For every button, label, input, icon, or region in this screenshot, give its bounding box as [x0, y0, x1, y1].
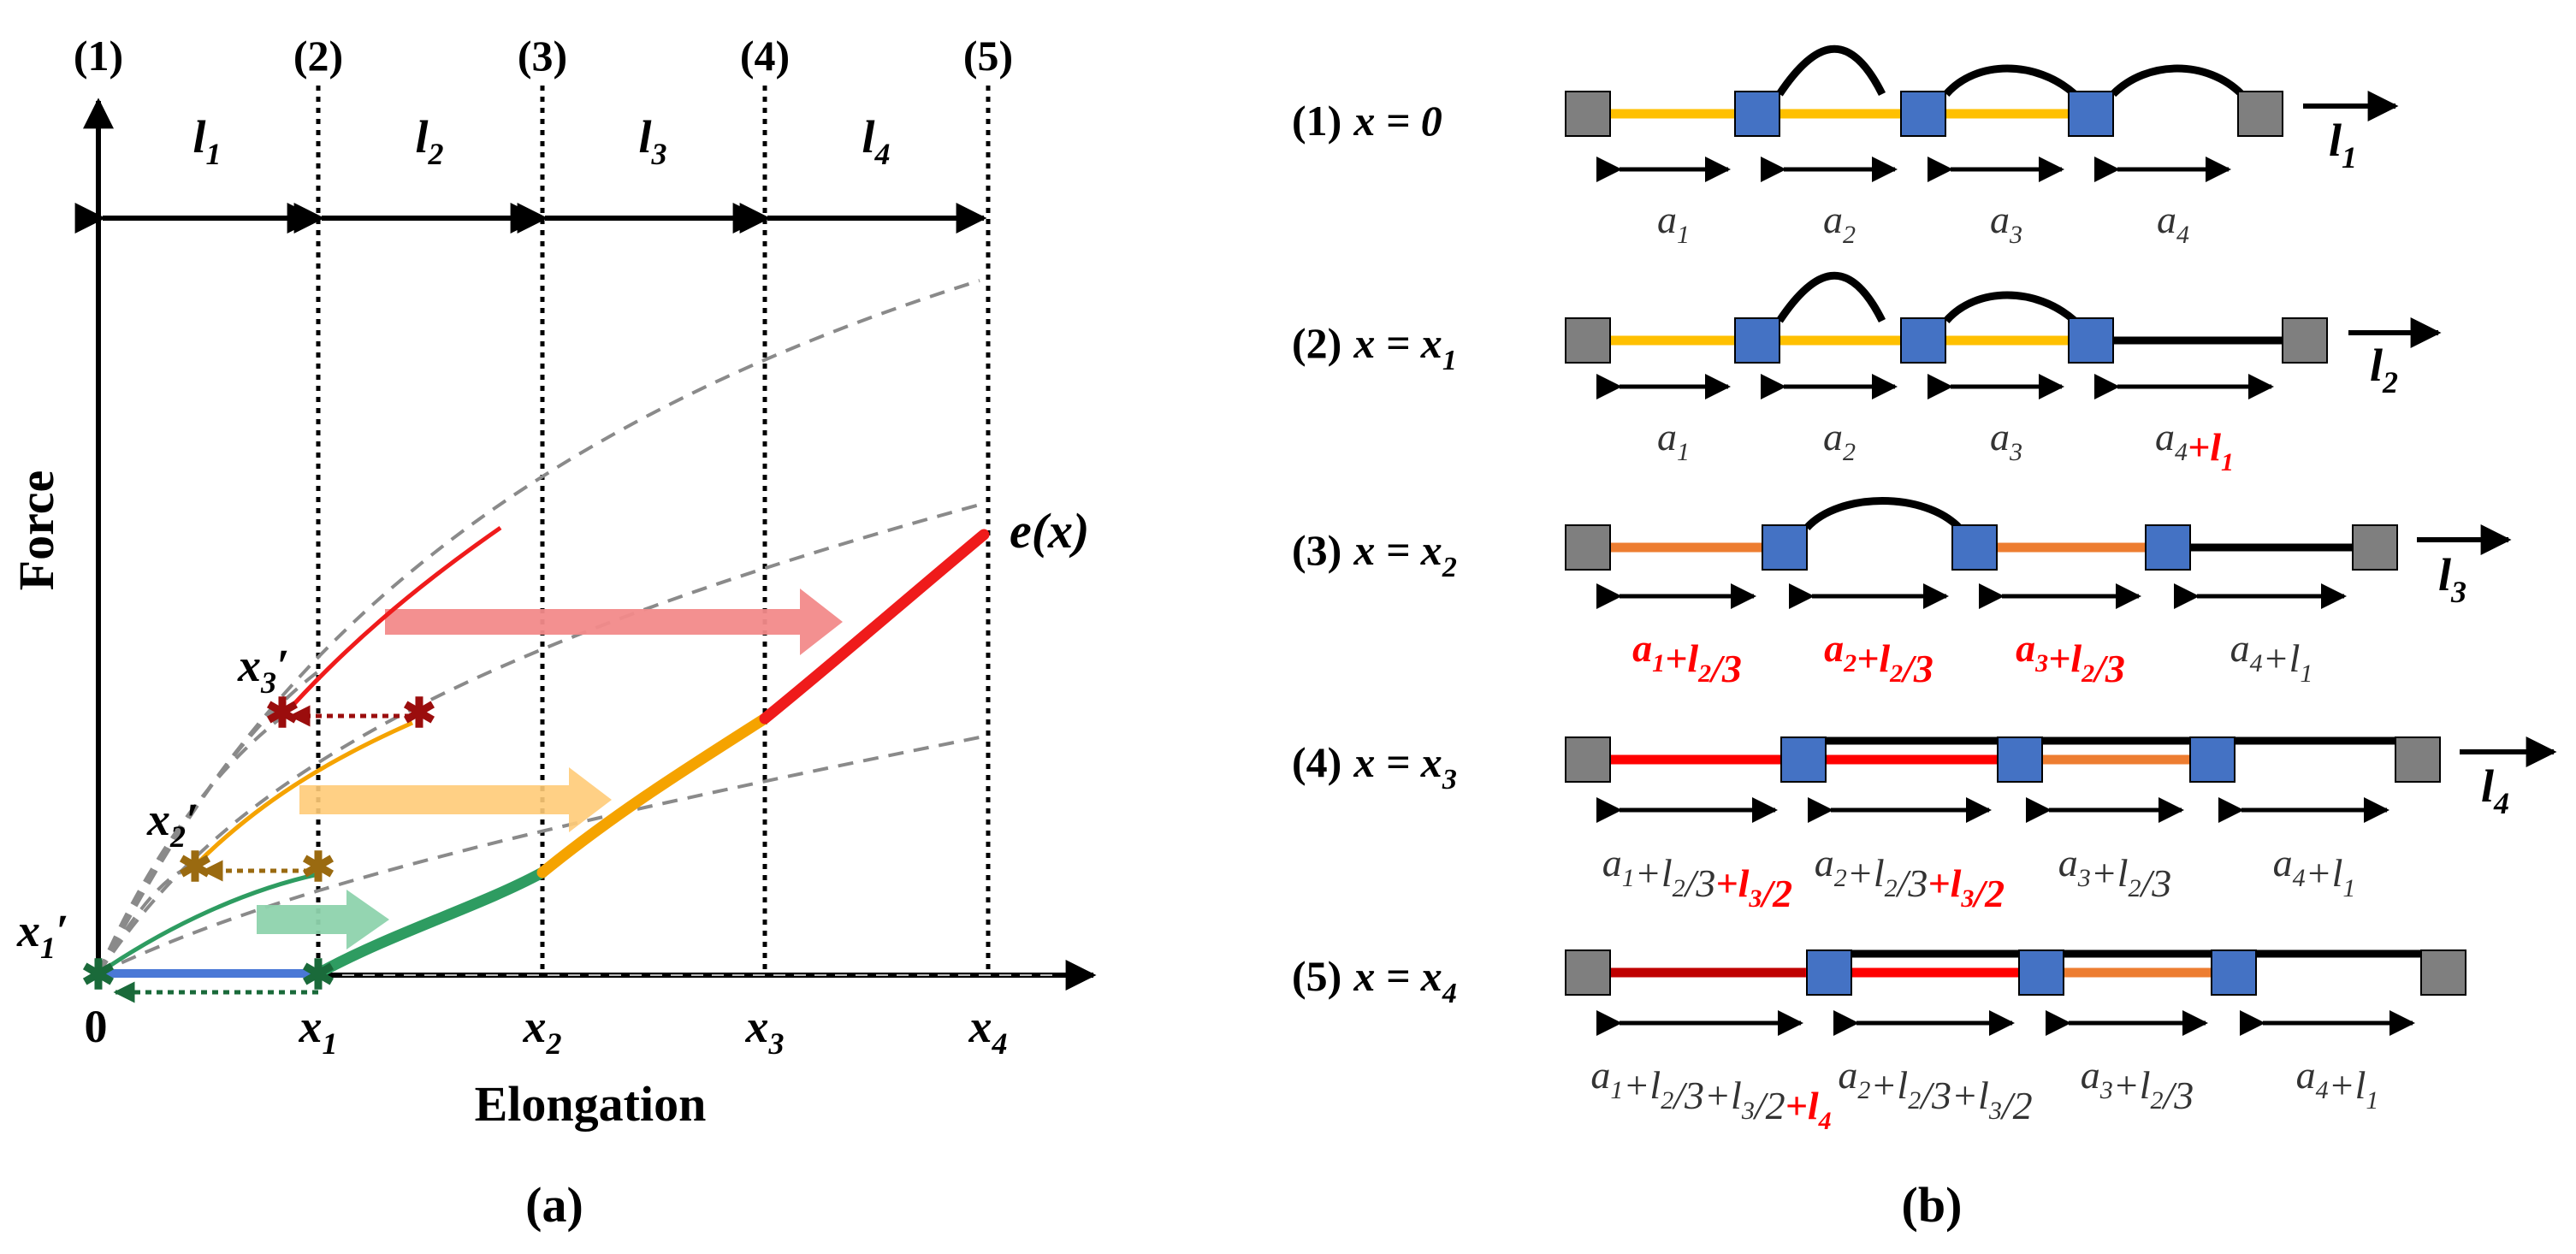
reloading-curves [97, 525, 502, 976]
red-thin-curve [281, 525, 502, 719]
shift-arrows [257, 589, 843, 949]
caption-a: (a) [525, 1177, 583, 1233]
chain-row-2: l2 [1565, 271, 2442, 399]
span-label-row5-col1: a1+l2/3+l3/2+l4 [1590, 1053, 1831, 1135]
x-tick-x4: x4 [968, 1001, 1008, 1061]
state-label-1: (1) [74, 32, 123, 80]
state-label-5: (5) [963, 32, 1013, 80]
state-label-3: (3) [518, 32, 567, 80]
star-markers: ✱ ✱ ✱ ✱ ✱ ✱ [81, 691, 436, 998]
star-green-origin: ✱ [81, 953, 115, 998]
pull-label-3: l3 [2438, 549, 2466, 609]
envelope-label: e(x) [1010, 503, 1089, 559]
star-red-left: ✱ [265, 691, 299, 736]
x-tick-x1: x1 [299, 1001, 338, 1061]
star-green-x1: ✱ [301, 953, 335, 998]
span-label-row4-col3: a3+l2/3 [2058, 841, 2172, 905]
orange-thin-curve [193, 720, 414, 867]
pull-label-1: l1 [2329, 115, 2357, 174]
span-label-row4-col2: a2+l2/3+l3/2 [1815, 841, 2005, 915]
node-blue-3 [2068, 91, 2114, 137]
point-label-x3-prime: x3′ [237, 640, 289, 700]
span-label-row3-col2: a2+l2/3 [1824, 626, 1933, 690]
state-label-2: (2) [293, 32, 343, 80]
span-label-row5-col4: a4+l1 [2296, 1053, 2379, 1115]
segment-label-l3: l3 [638, 111, 666, 171]
span-label-row3-col1: a1+l2/3 [1632, 626, 1742, 690]
state-label-4: (4) [740, 32, 790, 80]
span-label-row2-col4: a4+l1 [2155, 415, 2234, 476]
pull-label-4: l4 [2481, 760, 2509, 820]
row-title-4: (4)x = x3 [1292, 738, 1457, 796]
span-label-row1-col4: a4 [2157, 198, 2189, 249]
point-label-x1-prime: x1′ [16, 905, 68, 965]
star-brown-left: ✱ [178, 845, 212, 890]
star-red-right: ✱ [402, 691, 436, 736]
point-label-x2-prime: x2′ [146, 794, 198, 854]
chain-row-1: l1 [1565, 44, 2399, 182]
chain-row-5 [1565, 949, 2466, 1036]
chain-row-4: l4 [1565, 736, 2557, 823]
segment-label-l4: l4 [862, 111, 890, 171]
envelope-red [759, 529, 990, 725]
node-gray-end [2237, 91, 2283, 137]
panel-b-chain-states: (1)x = 0 (2)x = x1 (3)x = x2 (4)x = x3 (… [1292, 44, 2557, 1233]
span-label-row1-col3: a3 [1990, 198, 2022, 249]
span-label-row1-col2: a2 [1823, 198, 1856, 249]
span-label-row2-col2: a2 [1823, 415, 1856, 466]
dotted-return-arrows [113, 705, 411, 1003]
y-axis-label: Force [9, 470, 64, 591]
envelope-green [312, 867, 548, 979]
node-blue-2 [1900, 91, 1946, 137]
node-gray-start [1565, 91, 1611, 137]
envelope-orange [536, 713, 771, 878]
span-label-row2-col1: a1 [1657, 415, 1690, 466]
span-label-row3-col3: a3+l2/3 [2016, 626, 2125, 690]
span-label-row2-col3: a3 [1990, 415, 2022, 466]
x-tick-0: 0 [85, 1001, 108, 1052]
span-label-row5-col2: a2+l2/3+l3/2 [1838, 1053, 2032, 1127]
row-title-1: (1)x = 0 [1292, 97, 1442, 145]
span-label-row5-col3: a3+l2/3 [2081, 1053, 2194, 1117]
x-tick-x2: x2 [523, 1001, 562, 1061]
node-blue-1 [1734, 91, 1780, 137]
span-labels: a1 a2 a3 a4 a1 a2 a3 a4+l1 a1+l2/3 a2+l2/3 a3+l2/3… [1590, 198, 2378, 1135]
star-brown-right: ✱ [301, 845, 335, 890]
span-label-row4-col1: a1+l2/3+l3/2 [1602, 841, 1792, 915]
envelope-curve [94, 529, 990, 979]
span-label-row4-col4: a4+l1 [2273, 841, 2356, 902]
panel-a-force-elongation-plot: (1) (2) (3) (4) (5) l1 l2 l3 l4 Force E [9, 32, 1097, 1233]
segment-label-l1: l1 [192, 111, 221, 171]
dashed-guide-curves [97, 279, 980, 975]
row-title-5: (5)x = x4 [1292, 952, 1457, 1009]
caption-b: (b) [1902, 1177, 1963, 1233]
x-tick-x3: x3 [745, 1001, 785, 1061]
pull-label-2: l2 [2370, 340, 2398, 399]
chain-row-3: l3 [1565, 497, 2512, 609]
state-dotted-lines [316, 86, 991, 975]
x-axis-label: Elongation [475, 1076, 707, 1132]
row-title-3: (3)x = x2 [1292, 526, 1457, 583]
row-title-2: (2)x = x1 [1292, 319, 1457, 376]
green-thin-curve [97, 872, 319, 976]
span-label-row1-col1: a1 [1657, 198, 1690, 249]
span-label-row3-col4: a4+l1 [2230, 626, 2313, 688]
segment-label-l2: l2 [415, 111, 443, 171]
